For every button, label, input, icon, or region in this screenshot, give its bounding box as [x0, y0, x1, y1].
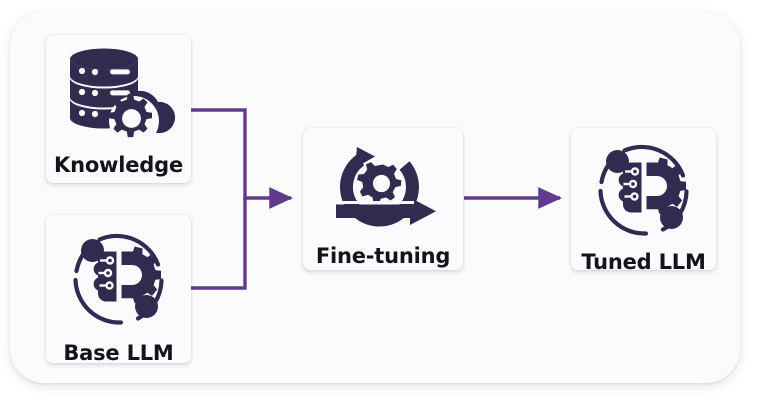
cycle-gear-arrow-icon — [324, 142, 442, 236]
node-base-llm[interactable]: Base LLM — [46, 215, 191, 365]
node-fine-tuning[interactable]: Fine-tuning — [303, 128, 463, 270]
node-fine-tuning-label: Fine-tuning — [315, 244, 451, 268]
node-tuned-llm-label: Tuned LLM — [581, 250, 706, 274]
node-knowledge[interactable]: Knowledge — [46, 35, 191, 183]
node-knowledge-label: Knowledge — [54, 153, 183, 177]
node-base-llm-label: Base LLM — [63, 341, 174, 365]
brain-gear-orbit-icon — [66, 227, 172, 335]
brain-gear-orbit-icon — [591, 138, 697, 246]
node-tuned-llm[interactable]: Tuned LLM — [571, 128, 716, 274]
database-cloud-gear-icon — [60, 47, 178, 149]
